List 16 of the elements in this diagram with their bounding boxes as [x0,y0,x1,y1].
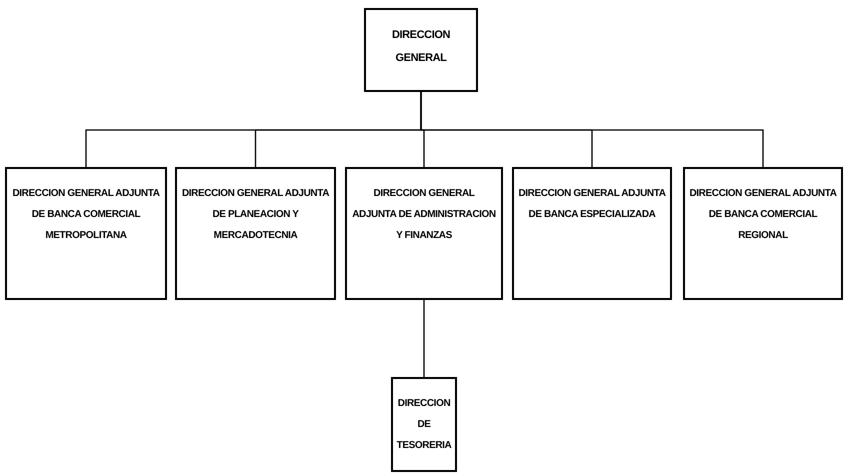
org-unit-name: DIRECCION GENERAL ADJUNTA DE ADMINISTRACION Y FINANZAS [351,187,497,243]
connector-line [420,92,764,167]
connector-line [423,300,425,377]
org-box [512,167,672,300]
org-box [364,8,478,92]
org-box [175,167,336,300]
org-unit-name: DIRECCION GENERAL ADJUNTA DE PLANEACION Y MERCADOTECNIA [181,187,330,243]
org-unit-name: DIRECCION GENERAL ADJUNTA DE BANCA COMERCIAL METROPOLITANA [11,187,161,243]
org-box [5,167,167,300]
org-unit-name: DIRECCION DE TESORERIA [396,397,452,453]
org-unit-name: DIRECCION GENERAL ADJUNTA DE BANCA COMERCIAL REGIONAL [689,187,837,243]
org-box [683,167,843,300]
org-unit-name: DIRECCION GENERAL ADJUNTA DE BANCA ESPECIALIZADA [518,187,666,222]
org-unit-name: DIRECCION GENERAL [390,28,452,66]
org-box [345,167,503,300]
org-box [391,377,457,472]
